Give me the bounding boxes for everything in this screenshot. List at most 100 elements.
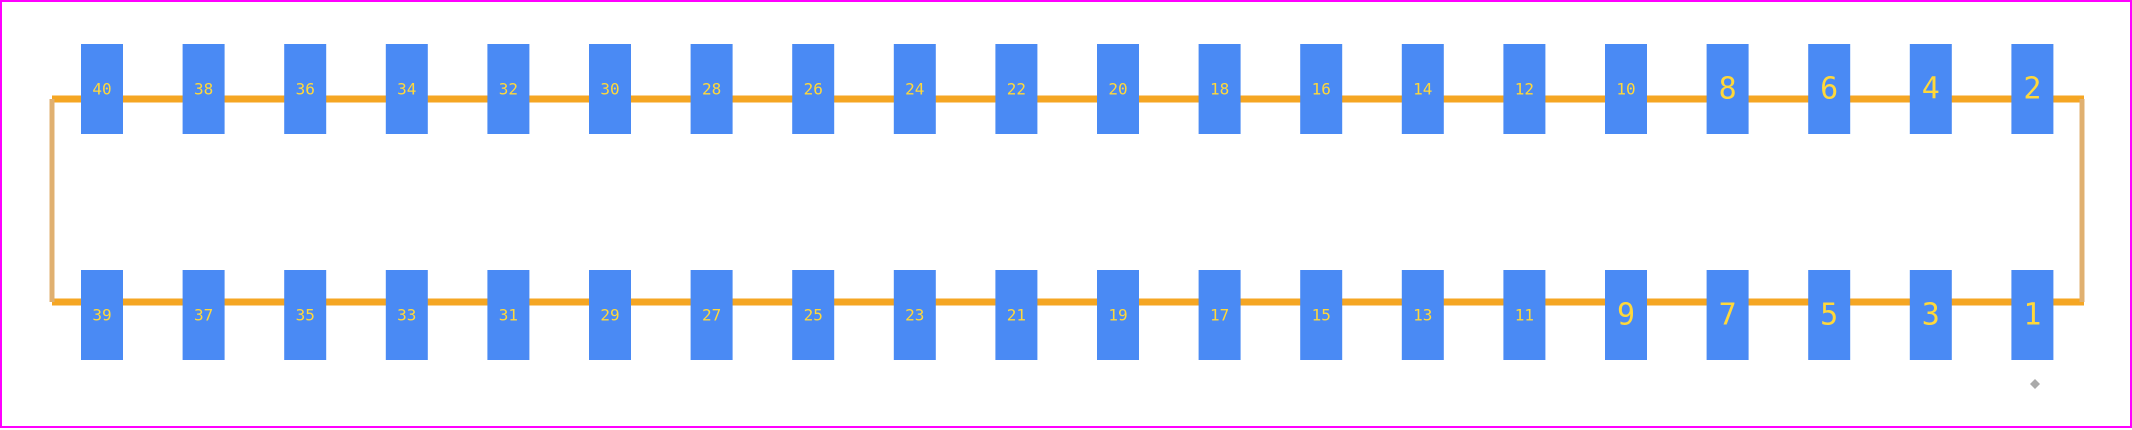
pad-body xyxy=(1401,270,1444,360)
pad-body xyxy=(690,270,733,360)
pad-body xyxy=(792,44,835,134)
pad-body xyxy=(1300,44,1343,134)
pad: 36 xyxy=(284,44,327,134)
pad: 20 xyxy=(1097,44,1139,134)
pad-body xyxy=(1605,44,1647,134)
pad-number: 36 xyxy=(296,80,315,99)
pad-body xyxy=(995,270,1038,360)
pad: 40 xyxy=(81,44,123,134)
pad-body xyxy=(893,44,936,134)
pad: 7 xyxy=(1706,270,1749,360)
pad: 34 xyxy=(385,44,428,134)
pad-body xyxy=(1097,44,1139,134)
pad: 5 xyxy=(1808,270,1851,360)
pad-body xyxy=(690,44,733,134)
pad-body xyxy=(1300,270,1343,360)
pad-number: 10 xyxy=(1616,80,1635,99)
pad-number: 23 xyxy=(905,306,924,325)
pad-number: 24 xyxy=(905,80,924,99)
pad: 11 xyxy=(1503,270,1546,360)
marker-diamond xyxy=(2030,379,2040,389)
pad-number: 35 xyxy=(296,306,315,325)
pad-body xyxy=(2011,270,2054,360)
pad: 38 xyxy=(182,44,225,134)
pad: 12 xyxy=(1503,44,1546,134)
pad-number: 20 xyxy=(1108,80,1127,99)
pad-body xyxy=(81,44,123,134)
pad-number: 29 xyxy=(600,306,619,325)
pad-body xyxy=(1198,44,1241,134)
pad-number: 7 xyxy=(1719,298,1737,333)
pad-number: 13 xyxy=(1413,306,1432,325)
pad-body xyxy=(284,270,327,360)
pad-body xyxy=(1808,44,1851,134)
pad-body xyxy=(589,44,631,134)
pad: 24 xyxy=(893,44,936,134)
pad-number: 15 xyxy=(1312,306,1331,325)
pad: 35 xyxy=(284,270,327,360)
pad: 32 xyxy=(487,44,530,134)
pad-body xyxy=(1706,270,1749,360)
pad-body xyxy=(385,270,428,360)
pad: 8 xyxy=(1706,44,1749,134)
pad: 29 xyxy=(589,270,631,360)
pad-number: 25 xyxy=(804,306,823,325)
pad-number: 9 xyxy=(1617,298,1635,333)
pad-number: 28 xyxy=(702,80,721,99)
pad-body xyxy=(893,270,936,360)
pad-body xyxy=(385,44,428,134)
pad-number: 22 xyxy=(1007,80,1026,99)
pad-number: 4 xyxy=(1922,72,1940,107)
pad-body xyxy=(487,270,530,360)
pad-number: 14 xyxy=(1413,80,1432,99)
pad: 21 xyxy=(995,270,1038,360)
component-outline xyxy=(49,95,2085,306)
pad-number: 34 xyxy=(397,80,416,99)
pad-number: 6 xyxy=(1820,72,1838,107)
pad: 33 xyxy=(385,270,428,360)
pad-number: 31 xyxy=(499,306,518,325)
pad-body xyxy=(589,270,631,360)
pad-number: 27 xyxy=(702,306,721,325)
pad-body xyxy=(182,44,225,134)
pad: 26 xyxy=(792,44,835,134)
pad-body xyxy=(2011,44,2054,134)
pad-body xyxy=(1605,270,1647,360)
pad: 22 xyxy=(995,44,1038,134)
pad-number: 8 xyxy=(1719,72,1737,107)
pad-number: 37 xyxy=(194,306,213,325)
pad-number: 3 xyxy=(1922,298,1940,333)
pad: 18 xyxy=(1198,44,1241,134)
pad: 14 xyxy=(1401,44,1444,134)
pad-body xyxy=(487,44,530,134)
pad-number: 16 xyxy=(1312,80,1331,99)
pad: 30 xyxy=(589,44,631,134)
pad-number: 19 xyxy=(1108,306,1127,325)
pad-body xyxy=(81,270,123,360)
pad-body xyxy=(182,270,225,360)
pad-number: 30 xyxy=(600,80,619,99)
pad-number: 1 xyxy=(2023,298,2041,333)
pad: 9 xyxy=(1605,270,1647,360)
pad-number: 39 xyxy=(92,306,111,325)
pad: 17 xyxy=(1198,270,1241,360)
pad-body xyxy=(1401,44,1444,134)
pad-body xyxy=(1909,270,1952,360)
pad-row-top: 40 38 36 34 32 30 28 26 24 22 20 18 16 14 12 10 8 6 4 2 xyxy=(81,44,2054,134)
pad-number: 38 xyxy=(194,80,213,99)
pad-body xyxy=(1909,44,1952,134)
pad-number: 2 xyxy=(2023,72,2041,107)
pad-body xyxy=(284,44,327,134)
pad: 37 xyxy=(182,270,225,360)
pad-number: 11 xyxy=(1515,306,1534,325)
pad-body xyxy=(1198,270,1241,360)
pad-number: 40 xyxy=(92,80,111,99)
pad: 3 xyxy=(1909,270,1952,360)
pad: 4 xyxy=(1909,44,1952,134)
pad-body xyxy=(1097,270,1139,360)
pin1-marker xyxy=(2030,379,2040,389)
pad: 10 xyxy=(1605,44,1647,134)
